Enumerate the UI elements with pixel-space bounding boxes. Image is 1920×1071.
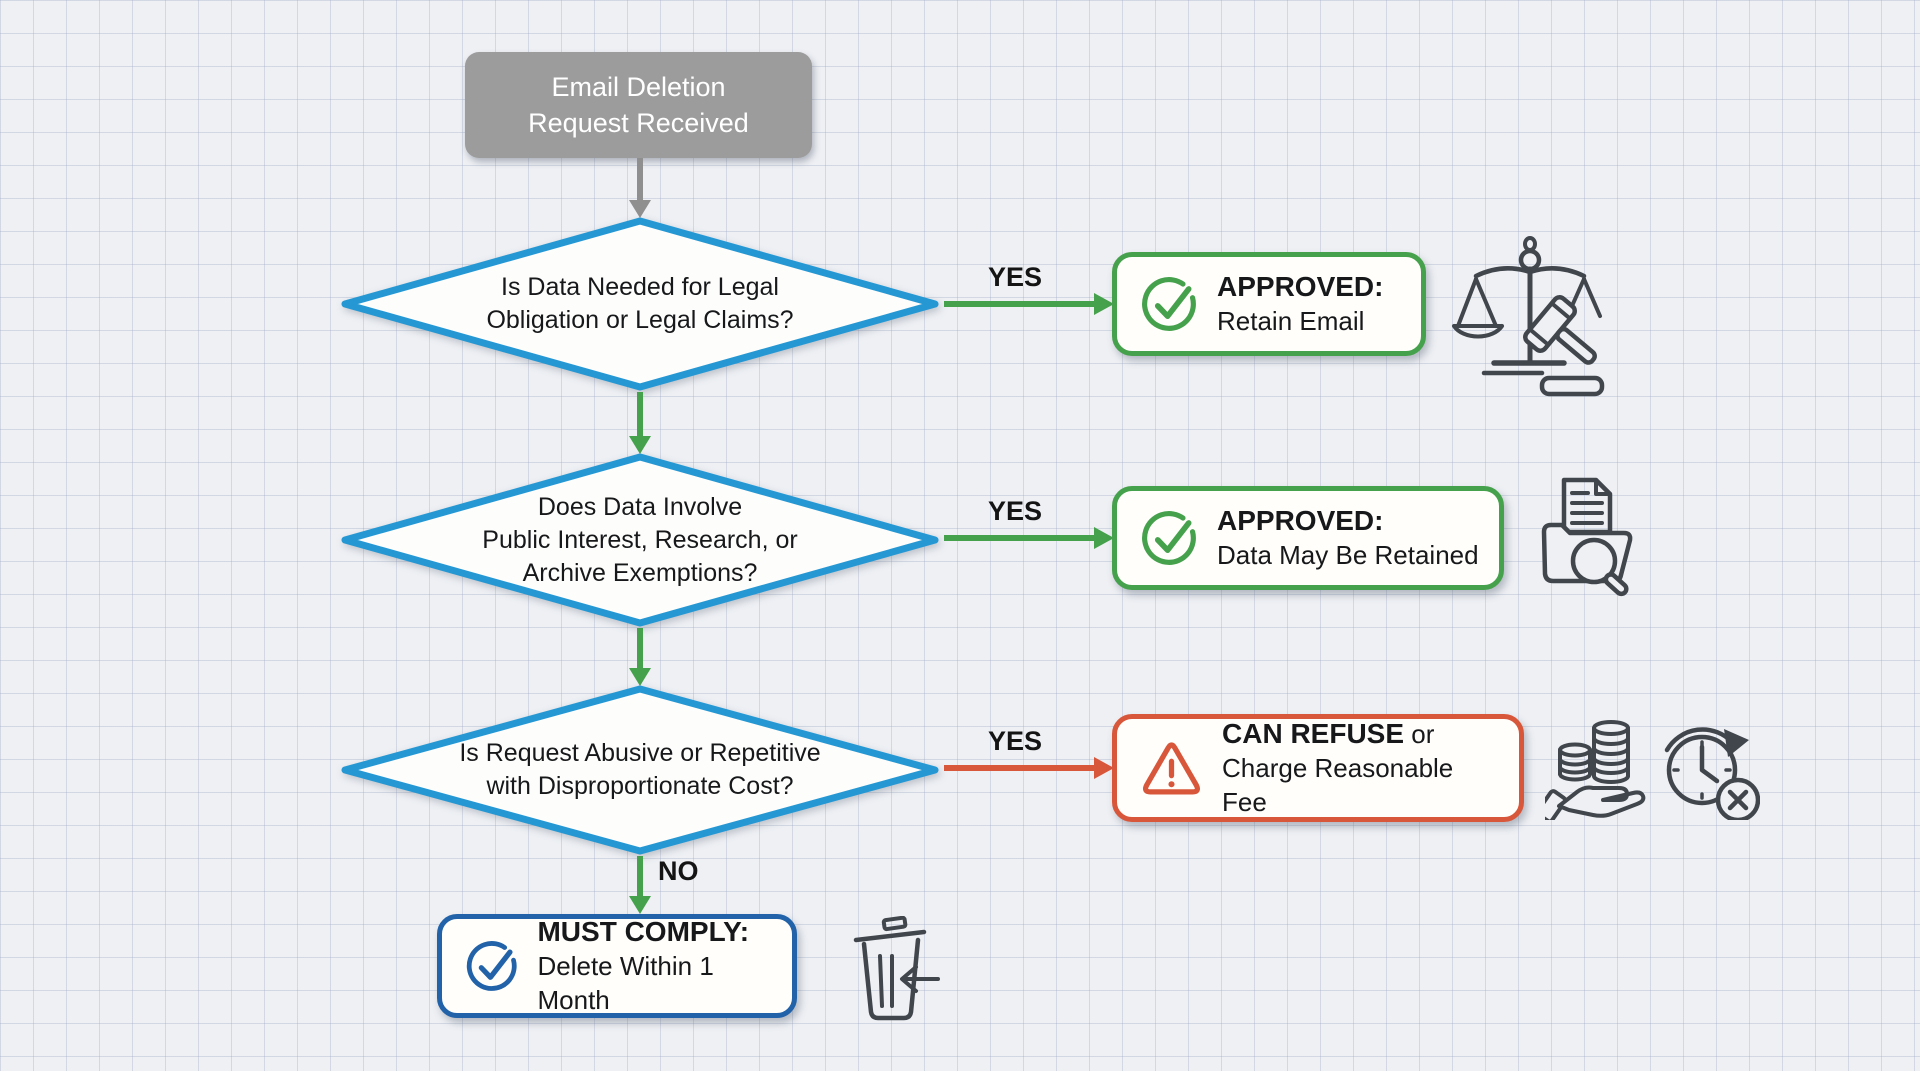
outcome-approved-data: APPROVED: Data May Be Retained [1112,486,1504,590]
outcome-title: CAN REFUSE [1222,718,1405,749]
edge-label-yes2: YES [988,496,1043,526]
check-circle-icon [1142,511,1196,565]
decision3-question: Is Request Abusive or Repetitive with Di… [340,684,940,856]
arrow-decision3-no [629,856,651,914]
outcome-title-suffix: or [1404,719,1435,749]
decision1-line1: Is Data Needed for Legal [501,273,779,301]
decision3-line2: with Disproportionate Cost? [486,772,794,800]
outcome-comply: MUST COMPLY: Delete Within 1 Month [437,914,797,1018]
arrow-decision2-to-decision3 [629,628,651,686]
edge-label-no: NO [658,856,699,886]
decision1-diamond [341,217,939,391]
scales-gavel-icon [1452,236,1605,397]
outcome-refuse: CAN REFUSE or Charge Reasonable Fee [1112,714,1524,822]
decision2-question: Does Data Involve Public Interest, Resea… [340,452,940,628]
check-circle-icon [466,941,517,991]
outcome-subtitle: Data May Be Retained [1217,540,1479,570]
outcome-title: APPROVED: [1217,505,1384,536]
decision2-line3: Archive Exemptions? [522,558,758,587]
warning-triangle-icon [1142,742,1201,795]
outcome-title: MUST COMPLY: [537,916,750,947]
decision1-question: Is Data Needed for Legal Obligation or L… [340,216,940,392]
trash-delete-icon [853,916,940,1021]
outcome-subtitle: Charge Reasonable Fee [1222,753,1454,817]
outcome-title: APPROVED: [1217,271,1384,302]
arrow-decision1-yes [944,293,1114,315]
decision3-line1: Is Request Abusive or Repetitive [459,739,821,767]
coins-hand-icon [1545,720,1646,820]
folder-search-icon [1541,477,1633,597]
outcome-subtitle: Retain Email [1217,306,1365,336]
arrow-decision1-to-decision2 [629,392,651,454]
decision3-diamond [341,685,939,855]
decision1-line2: Obligation or Legal Claims? [486,306,794,334]
decision2-line2: Public Interest, Research, or [482,525,798,554]
start-node: Email Deletion Request Received [465,52,812,158]
start-node-line2: Request Received [528,108,749,138]
arrow-start-to-decision1 [629,158,651,218]
clock-deadline-icon [1664,727,1760,820]
check-circle-icon [1142,277,1196,331]
outcome-approved-retain: APPROVED: Retain Email [1112,252,1426,356]
outcome-subtitle: Delete Within 1 Month [537,951,714,1015]
arrow-decision3-yes [944,757,1114,779]
edge-label-yes3: YES [988,726,1043,756]
decision2-line1: Does Data Involve [537,492,743,521]
start-node-line1: Email Deletion [551,72,726,102]
edge-label-yes1: YES [988,262,1043,292]
arrow-decision2-yes [944,527,1114,549]
decision2-diamond [341,453,939,627]
